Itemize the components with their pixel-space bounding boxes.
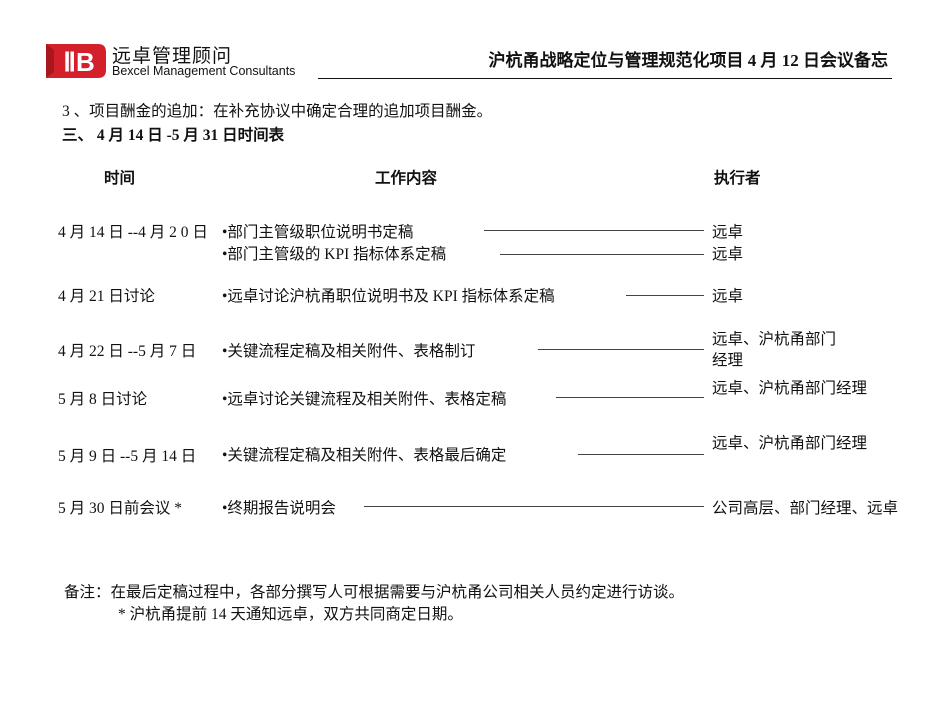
leader-line — [626, 295, 704, 296]
leader-line — [538, 349, 704, 350]
row-time: 5 月 30 日前会议 * — [58, 500, 183, 517]
leader-line — [484, 230, 704, 231]
row-owner: 远卓、沪杭甬部门经理 — [712, 331, 837, 369]
column-header-owner: 执行者 — [714, 170, 761, 187]
row-owner: 公司高层、部门经理、远卓 — [712, 500, 899, 517]
column-header-time: 时间 — [104, 170, 136, 187]
leader-line — [578, 454, 704, 455]
row-owner: 远卓 — [712, 288, 744, 305]
bexcel-logo-icon: ⅡB — [46, 44, 106, 78]
intro-line: 3 、项目酬金的追加：在补充协议中确定合理的追加项目酬金。 — [62, 103, 493, 120]
row-work: •关键流程定稿及相关附件、表格最后确定 — [222, 447, 507, 464]
svg-text:ⅡB: ⅡB — [63, 47, 95, 77]
row-work: •关键流程定稿及相关附件、表格制订 — [222, 343, 476, 360]
row-work: •部门主管级的 KPI 指标体系定稿 — [222, 246, 447, 263]
section-title: 三、 4 月 14 日 -5 月 31 日时间表 — [62, 127, 285, 144]
row-owner: 远卓、沪杭甬部门经理 — [712, 380, 868, 397]
row-work: •远卓讨论沪杭甬职位说明书及 KPI 指标体系定稿 — [222, 288, 555, 305]
column-header-work: 工作内容 — [375, 170, 438, 187]
row-work: •远卓讨论关键流程及相关附件、表格定稿 — [222, 391, 507, 408]
document-title: 沪杭甬战略定位与管理规范化项目 4 月 12 日会议备忘 — [488, 51, 889, 70]
row-time: 4 月 21 日讨论 — [58, 288, 155, 305]
row-owner: 远卓、沪杭甬部门经理 — [712, 435, 868, 452]
company-name-en: Bexcel Management Consultants — [112, 64, 296, 78]
row-time: 5 月 8 日讨论 — [58, 391, 148, 408]
leader-line — [556, 397, 704, 398]
leader-line — [500, 254, 704, 255]
row-owner: 远卓 — [712, 224, 744, 241]
row-work: •终期报告说明会 — [222, 500, 336, 517]
note-line-2: * 沪杭甬提前 14 天通知远卓，双方共同商定日期。 — [118, 606, 463, 623]
row-work: •部门主管级职位说明书定稿 — [222, 224, 414, 241]
row-time: 4 月 14 日 --4 月 2 0 日 — [58, 224, 208, 241]
note-line-1: 备注：在最后定稿过程中，各部分撰写人可根据需要与沪杭甬公司相关人员约定进行访谈。 — [64, 584, 685, 601]
row-time: 4 月 22 日 --5 月 7 日 — [58, 343, 197, 360]
header-rule — [318, 78, 892, 79]
row-owner: 远卓 — [712, 246, 744, 263]
row-time: 5 月 9 日 --5 月 14 日 — [58, 448, 197, 465]
leader-line — [364, 506, 704, 507]
company-name-cn: 远卓管理顾问 — [112, 46, 233, 67]
